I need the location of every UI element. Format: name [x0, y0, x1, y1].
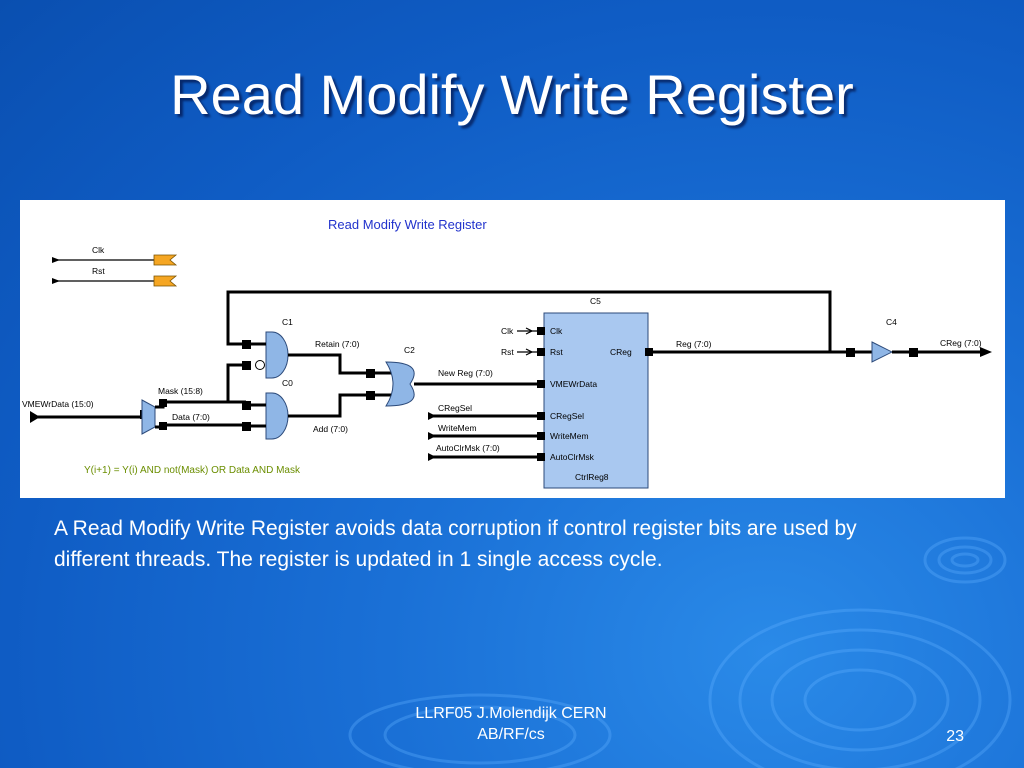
clk-input-label: Clk — [92, 245, 105, 255]
port-writemem-label: WriteMem — [550, 431, 589, 441]
page-number: 23 — [946, 728, 964, 745]
or-gate-c2 — [385, 361, 415, 407]
reg-label: Reg (7:0) — [676, 339, 712, 349]
block-rst-input-label: Rst — [501, 347, 514, 357]
port-autoclrmsk-label: AutoClrMsk — [550, 452, 595, 462]
and-gate-c0 — [265, 392, 289, 440]
port-rst-label: Rst — [550, 347, 563, 357]
creg-output-label: CReg (7:0) — [940, 338, 982, 348]
and-gate-c1 — [265, 331, 289, 379]
clk-port-icon — [153, 254, 178, 266]
port-vme-label: VMEWrData — [550, 379, 597, 389]
rst-port-icon — [153, 275, 178, 287]
new-reg-label: New Reg (7:0) — [438, 368, 493, 378]
circuit-schematic: Read Modify Write Register Clk Rst VMEWr… — [22, 217, 992, 489]
footer-line-2: AB/RF/cs — [477, 726, 545, 743]
circuit-diagram: Read Modify Write Register Clk Rst VMEWr… — [20, 200, 1005, 498]
rst-input-label: Rst — [92, 266, 105, 276]
block-clk-input-label: Clk — [501, 326, 514, 336]
footer-line-1: LLRF05 J.Molendijk CERN — [415, 705, 607, 722]
writemem-label: WriteMem — [438, 423, 477, 433]
diagram-title: Read Modify Write Register — [328, 217, 487, 232]
bus-splitter-icon — [141, 399, 156, 435]
buffer-c4-icon — [871, 341, 894, 363]
add-label: Add (7:0) — [313, 424, 348, 434]
equation-text: Y(i+1) = Y(i) AND not(Mask) OR Data AND … — [84, 465, 301, 476]
slide-description: A Read Modify Write Register avoids data… — [54, 517, 857, 571]
slide-title: Read Modify Write Register — [170, 63, 854, 126]
data-label: Data (7:0) — [172, 412, 210, 422]
c1-label: C1 — [282, 317, 293, 327]
c5-label: C5 — [590, 296, 601, 306]
slide-footer: LLRF05 J.Molendijk CERN AB/RF/cs — [370, 703, 652, 745]
block-name-label: CtrlReg8 — [575, 472, 609, 482]
port-clk-label: Clk — [550, 326, 563, 336]
port-cregsel-label: CRegSel — [550, 411, 584, 421]
c0-label: C0 — [282, 378, 293, 388]
c2-label: C2 — [404, 345, 415, 355]
ctrlreg8-block — [543, 312, 649, 489]
cregsel-label: CRegSel — [438, 403, 472, 413]
mask-label: Mask (15:8) — [158, 386, 203, 396]
c4-label: C4 — [886, 317, 897, 327]
retain-label: Retain (7:0) — [315, 339, 360, 349]
autoclrmsk-label: AutoClrMsk (7:0) — [436, 443, 500, 453]
port-creg-label: CReg — [610, 347, 632, 357]
vme-input-label: VMEWrData (15:0) — [22, 399, 94, 409]
